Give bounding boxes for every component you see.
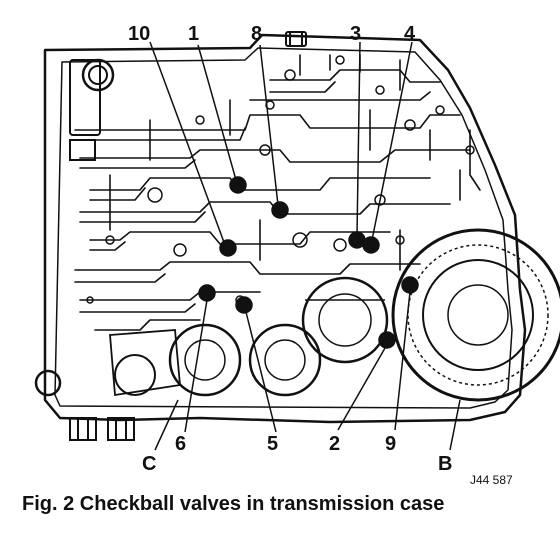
pump-bores [109, 323, 322, 397]
servo-bore [301, 276, 389, 364]
checkball-10 [219, 239, 237, 257]
checkball-1 [229, 176, 247, 194]
checkball-6 [198, 284, 216, 302]
lower-bolts [69, 417, 135, 441]
checkballs [198, 176, 419, 349]
checkball-8 [271, 201, 289, 219]
drain-plug [34, 369, 62, 397]
output-housing [391, 228, 560, 402]
passage-holes [86, 55, 475, 305]
leader-lines [149, 41, 461, 451]
callout-3: 3 [350, 23, 361, 45]
callout-2: 2 [329, 433, 340, 455]
cover-plate [69, 58, 115, 161]
checkball-9 [401, 276, 419, 294]
callout-5: 5 [267, 433, 278, 455]
checkball-2 [378, 331, 396, 349]
checkball-5 [235, 296, 253, 314]
callout-c: C [142, 453, 156, 475]
callout-9: 9 [385, 433, 396, 455]
callout-10: 10 [128, 23, 150, 45]
oil-passages [74, 54, 481, 331]
callout-b: B [438, 453, 452, 475]
callout-1: 1 [188, 23, 199, 45]
figure-reference-code: J44 587 [470, 473, 513, 487]
callout-6: 6 [175, 433, 186, 455]
callout-4: 4 [404, 23, 416, 45]
top-bolt [285, 31, 307, 47]
transmission-case-outline [43, 33, 527, 424]
figure-caption: Fig. 2 Checkball valves in transmission … [22, 493, 445, 515]
checkball-4 [362, 236, 380, 254]
callout-8: 8 [251, 23, 262, 45]
